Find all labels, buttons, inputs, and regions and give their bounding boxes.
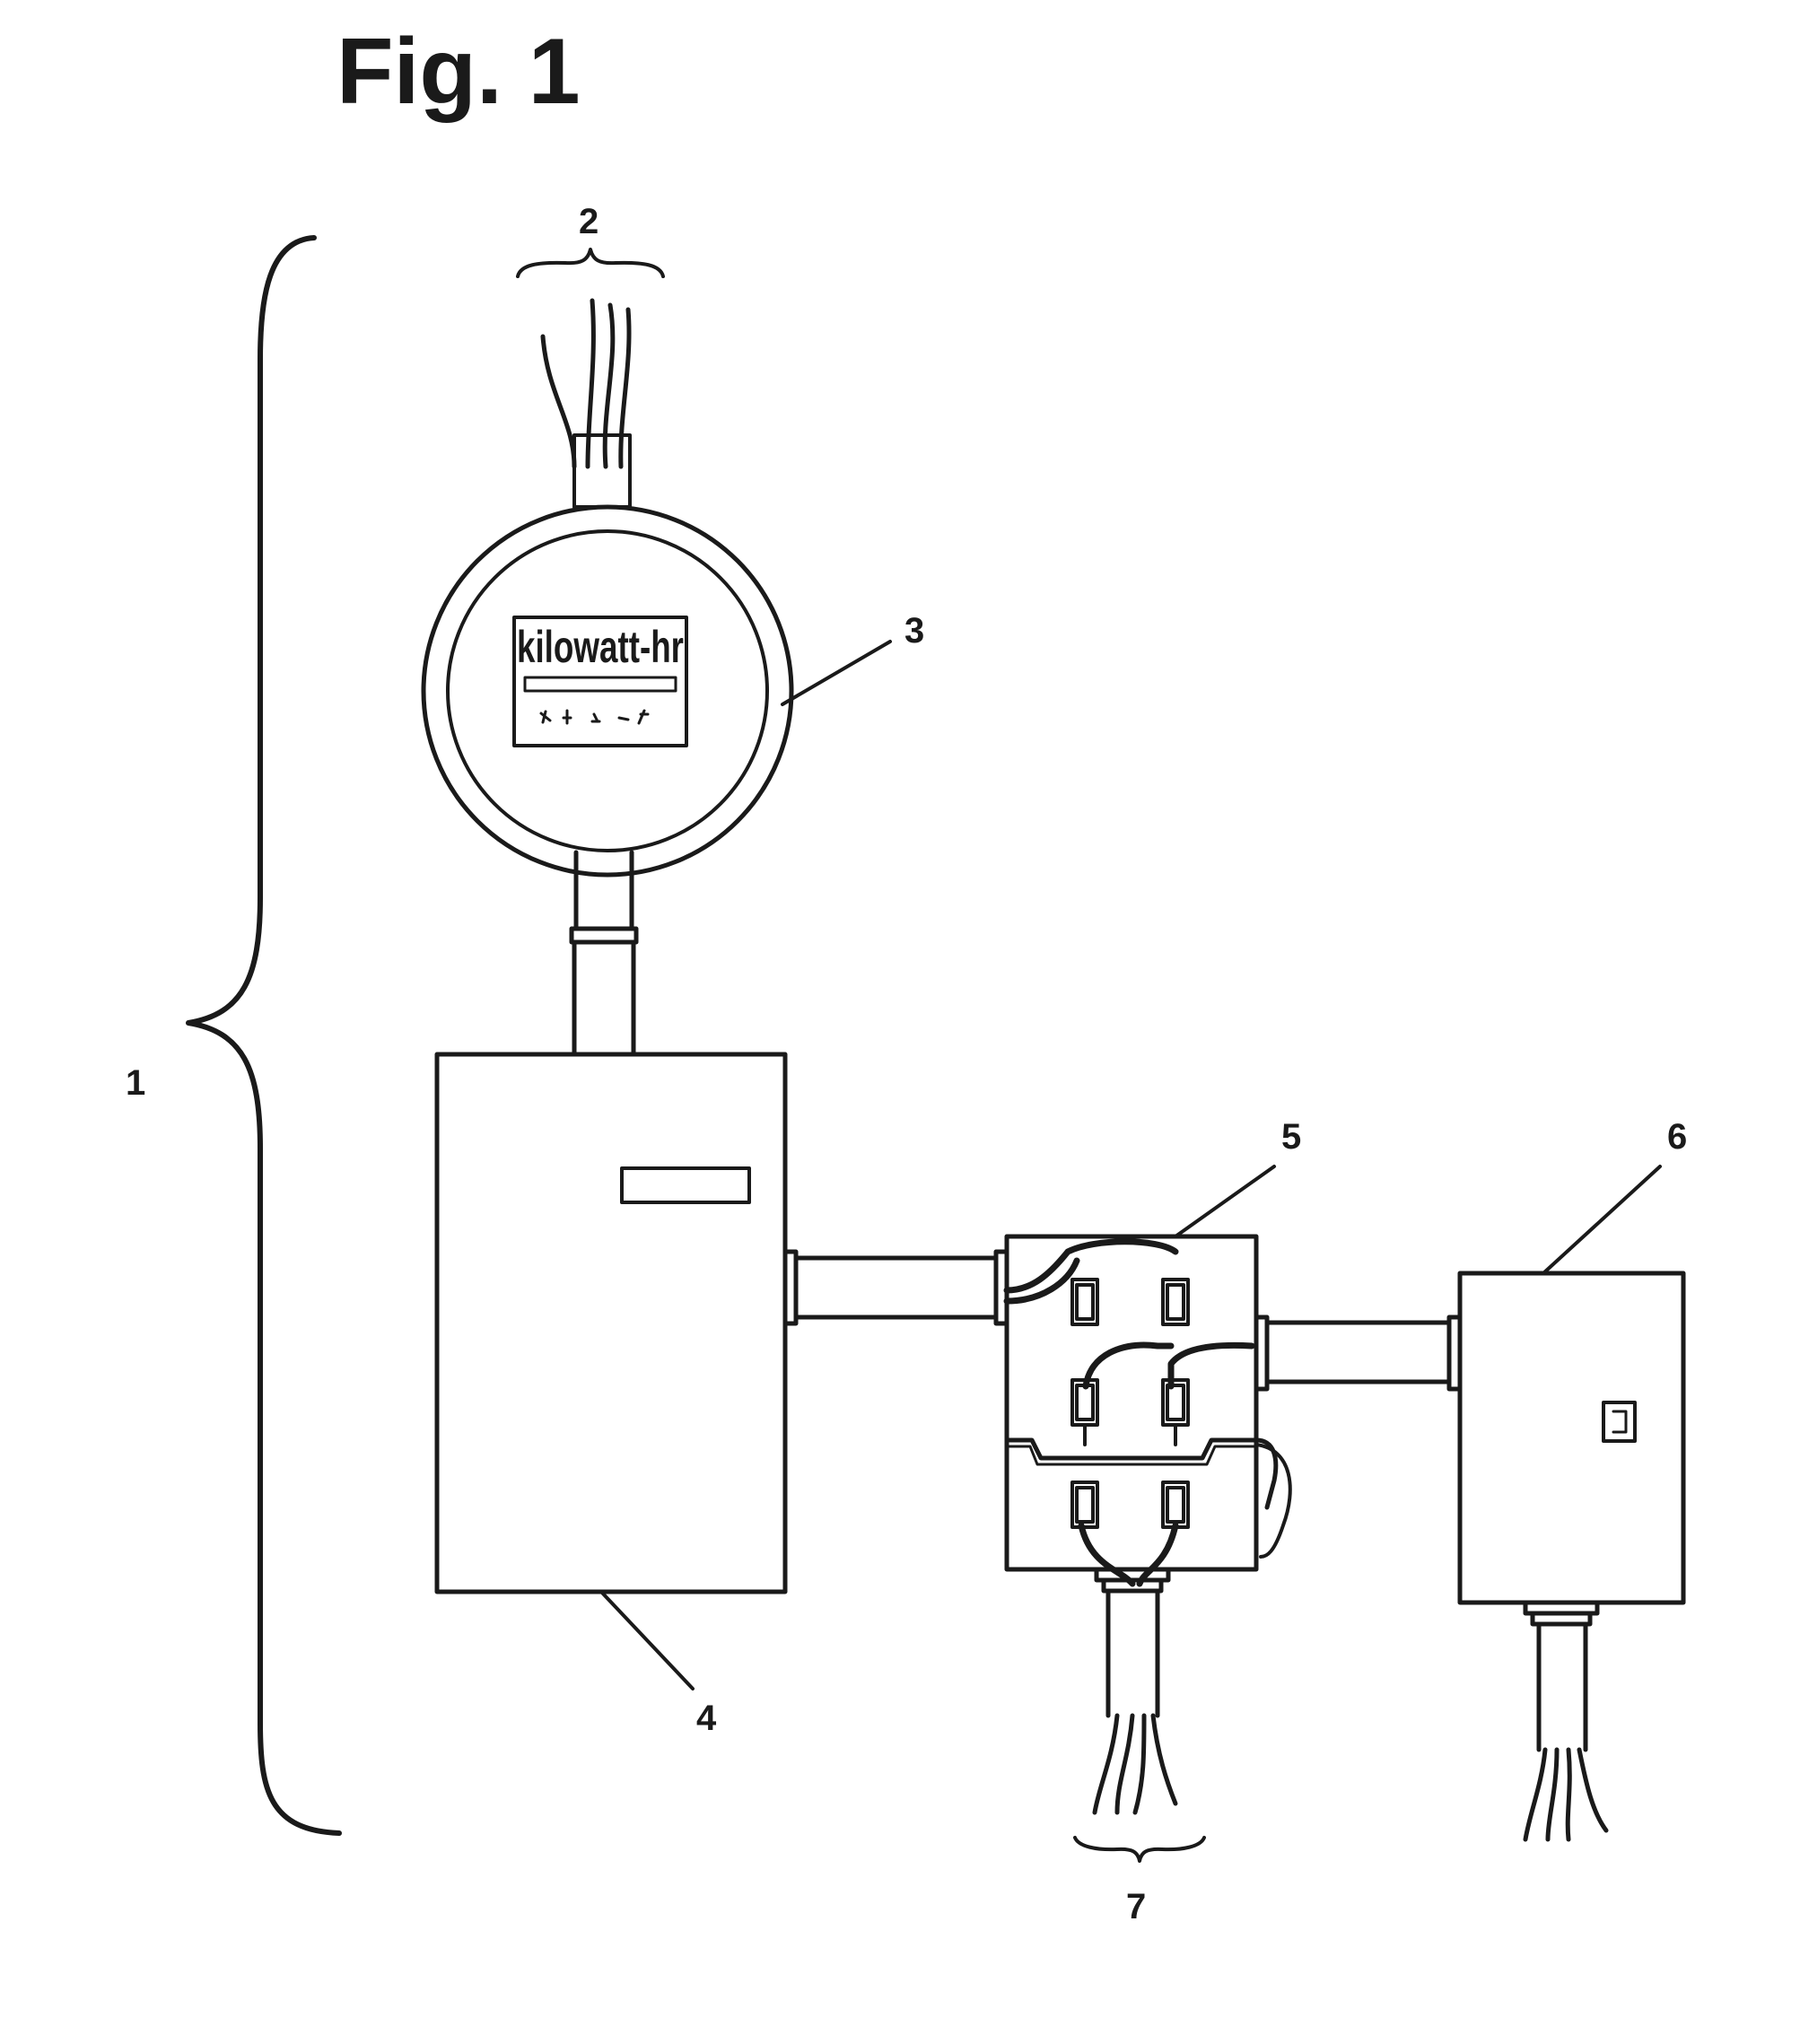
panel-to-junction-conduit (785, 1252, 1007, 1323)
meter-to-panel-conduit (572, 852, 636, 1054)
label-device-box: 6 (1667, 1117, 1687, 1157)
label-system: 1 (126, 1063, 145, 1103)
branch-wires (1095, 1716, 1175, 1813)
meter-dials (541, 711, 648, 723)
branch-wires-brace (1075, 1838, 1204, 1861)
junction-bottom-conduit (1097, 1569, 1168, 1716)
kilowatt-hour-meter: kilowatt-hr (424, 507, 791, 875)
service-wires-brace (518, 249, 663, 276)
label-panel: 4 (696, 1699, 717, 1738)
leader-meter (782, 642, 890, 704)
label-junction-box: 5 (1281, 1117, 1301, 1157)
system-brace (188, 238, 339, 1833)
figure-title: Fig. 1 (336, 20, 581, 124)
device-bottom-conduit (1525, 1603, 1597, 1750)
meter-dial-text: kilowatt-hr (517, 622, 684, 672)
leader-junction-box (1175, 1166, 1274, 1236)
label-meter: 3 (904, 611, 924, 651)
device-wires (1525, 1750, 1606, 1839)
label-service-wires: 2 (579, 202, 599, 241)
device-box (1460, 1273, 1683, 1603)
panel-window (622, 1168, 749, 1202)
junction-to-device-conduit (1256, 1317, 1460, 1389)
leader-panel (601, 1592, 693, 1689)
device-indicator (1603, 1402, 1635, 1441)
junction-box (1007, 1236, 1290, 1584)
label-branch-wires: 7 (1126, 1887, 1146, 1926)
distribution-panel (437, 1054, 785, 1592)
service-wires (543, 301, 629, 467)
leader-device-box (1543, 1166, 1660, 1273)
